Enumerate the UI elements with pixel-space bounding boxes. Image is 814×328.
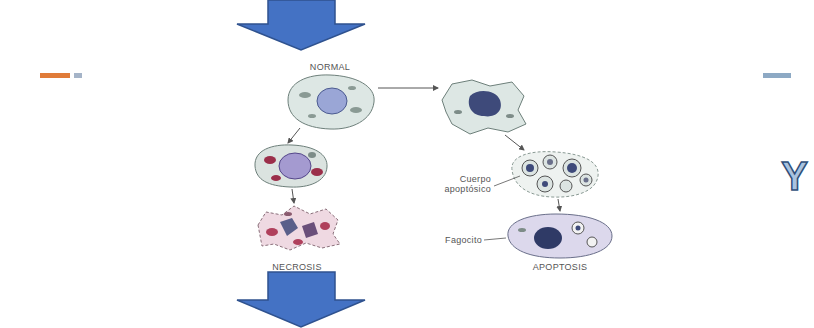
cell-label: APOPTOSIS bbox=[533, 262, 588, 272]
slide-letter: Y bbox=[781, 156, 808, 196]
accent-bar bbox=[74, 73, 82, 78]
cell-label: NECROSIS bbox=[272, 262, 321, 272]
accent-bar bbox=[763, 73, 791, 78]
phagocyte-cell bbox=[508, 214, 612, 258]
block-arrow bbox=[237, 272, 365, 327]
normal-cell bbox=[288, 75, 374, 129]
part-label: Cuerpo apoptósico bbox=[429, 174, 491, 195]
accent-bar bbox=[40, 73, 70, 78]
cell-label: NORMAL bbox=[310, 62, 350, 72]
block-arrow bbox=[237, 0, 365, 50]
apoptotic-bodies bbox=[512, 152, 598, 197]
shrinking-cell bbox=[442, 80, 526, 134]
swollen-cell bbox=[255, 145, 327, 187]
necrotic-cell bbox=[258, 206, 340, 250]
part-label: Fagocito bbox=[445, 235, 482, 245]
